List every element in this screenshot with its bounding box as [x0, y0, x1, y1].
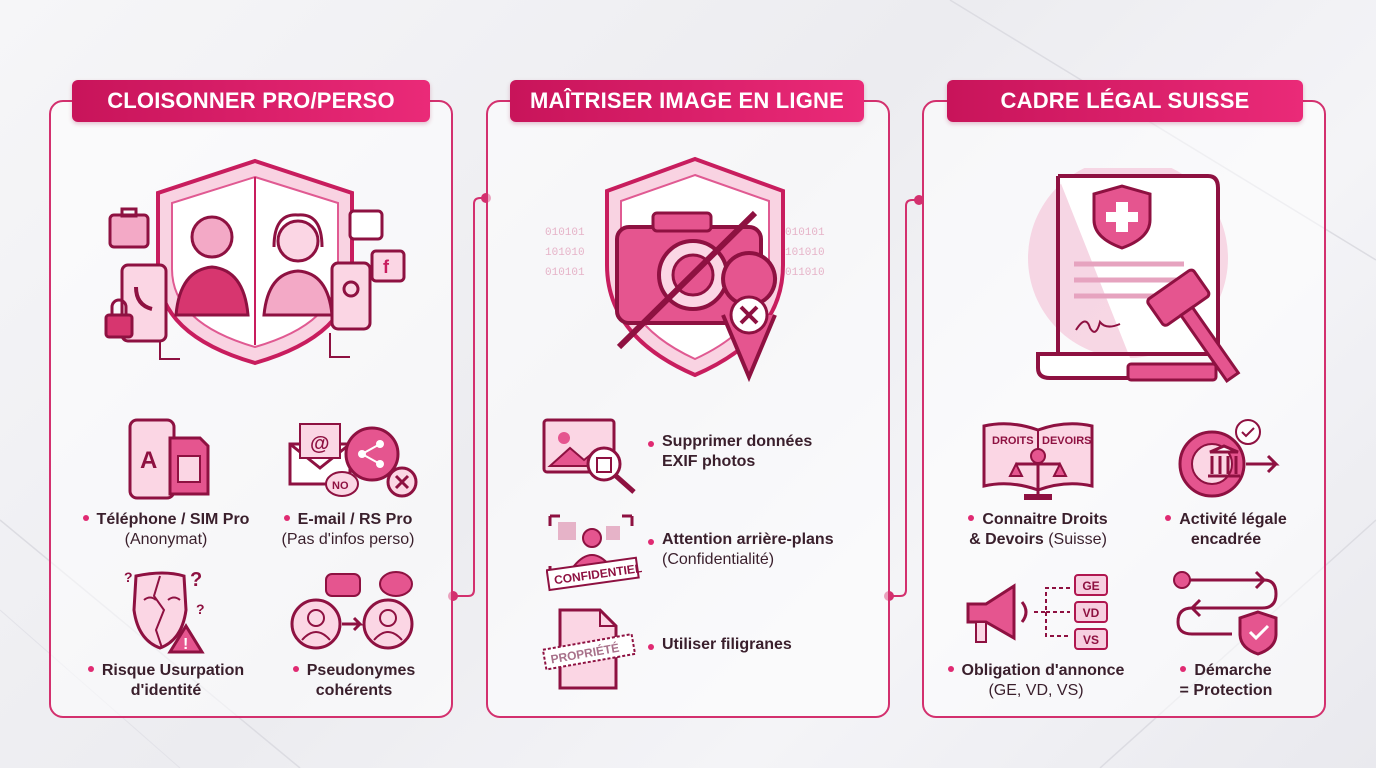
watermark-file-icon: PROPRIÉTÉ [541, 608, 637, 690]
svg-text:101010: 101010 [545, 247, 585, 259]
rights-duties-book-icon: DROITS DEVOIRS [982, 422, 1094, 500]
svg-text:010101: 010101 [545, 227, 585, 239]
svg-text:010101: 010101 [545, 267, 585, 279]
pseudonym-people-icon [290, 571, 414, 650]
bullet [1165, 514, 1172, 521]
row-remove-exif: Supprimer données EXIF photos [648, 432, 812, 472]
svg-text:!: ! [183, 636, 188, 653]
bullet [82, 514, 89, 521]
canton-tag-vd: VD [1074, 601, 1108, 623]
panel-title: CLOISONNER PRO/PERSO [72, 80, 430, 122]
connector-dot [448, 591, 458, 601]
item-process-protection: Démarche = Protection [1179, 662, 1273, 699]
connector-dot [914, 195, 924, 205]
row-backgrounds: Attention arrière-plans (Confidentialité… [648, 530, 834, 570]
canton-tag-ge: GE [1074, 574, 1108, 596]
image-delete-icon [542, 418, 636, 494]
svg-text:NO: NO [332, 480, 349, 492]
item-identity-theft-risk: Risque Usurpation d'identité [66, 661, 266, 701]
bullet [1180, 665, 1187, 672]
panel-title: CADRE LÉGAL SUISSE [947, 80, 1303, 122]
row-watermarks: Utiliser filigranes [648, 635, 792, 655]
item-sim-pro: Téléphone / SIM Pro (Anonymat) [66, 510, 266, 550]
item-pseudonyms: Pseudonymes cohérents [254, 661, 454, 701]
svg-text:A: A [140, 447, 157, 474]
bullet [292, 665, 299, 672]
panel-title: MAÎTRISER IMAGE EN LIGNE [510, 80, 864, 122]
svg-text:010101: 010101 [785, 227, 825, 239]
email-share-icon: @ NO [288, 423, 418, 498]
gear-bank-icon [1178, 419, 1280, 498]
item-rights-duties: Connaitre Droits & Devoirs (Suisse) [968, 511, 1108, 548]
bullet [648, 539, 654, 545]
svg-text:011010: 011010 [785, 267, 825, 279]
shield-camera-blocked-icon: 010101 101010 010101 010101 101010 011010 [545, 156, 825, 383]
canton-tag-vs: VS [1074, 628, 1108, 650]
svg-text:DROITS: DROITS [992, 435, 1034, 447]
svg-text:@: @ [310, 433, 330, 455]
item-announcement-obligation: Obligation d'annonce (GE, VD, VS) [936, 661, 1136, 701]
confidential-photo-icon: CONFIDENTIEL [546, 514, 642, 592]
shield-person-devices-icon: f [104, 158, 406, 366]
item-email-rs-pro: E-mail / RS Pro (Pas d'infos perso) [281, 511, 415, 548]
svg-text:101010: 101010 [785, 247, 825, 259]
item-legal-activity: Activité légale encadrée [1126, 510, 1326, 550]
svg-text:DEVOIRS: DEVOIRS [1042, 435, 1092, 447]
bullet [648, 441, 654, 447]
megaphone-icon [966, 583, 1028, 643]
bullet [947, 665, 954, 672]
svg-text:?: ? [196, 601, 205, 617]
bullet [87, 665, 94, 672]
svg-text:?: ? [124, 570, 133, 585]
bullet [968, 514, 975, 521]
cracked-mask-icon: ? ? ? ! [124, 570, 205, 654]
canton-branches-icon [1034, 587, 1070, 637]
svg-text:f: f [383, 257, 390, 277]
legal-document-gavel-icon [1028, 168, 1241, 383]
bullet [283, 514, 290, 521]
phone-sim-icon: A [128, 418, 210, 500]
svg-text:?: ? [190, 570, 202, 591]
process-shield-icon [1173, 570, 1278, 656]
bullet [648, 644, 654, 650]
